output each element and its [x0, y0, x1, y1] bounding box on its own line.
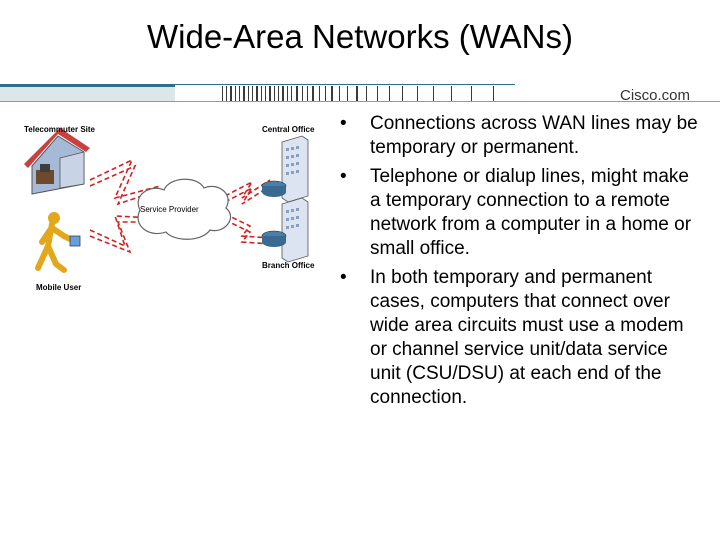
label-central-office: Central Office — [262, 125, 315, 134]
mobile-user-icon — [35, 212, 81, 273]
bullet-text: In both temporary and permanent cases, c… — [370, 267, 684, 408]
branch-router-icon — [261, 230, 287, 247]
bullet-symbol: • — [340, 267, 347, 288]
telecommuter-house-icon — [24, 128, 90, 195]
label-telecommuter: Telecommuter Site — [24, 125, 96, 134]
branch-office-building-icon — [281, 197, 309, 263]
bullet-text: Telephone or dialup lines, might make a … — [370, 166, 692, 259]
bullet-list: • Connections across WAN lines may be te… — [340, 112, 700, 415]
bullet-text: Connections across WAN lines may be temp… — [370, 113, 698, 158]
service-provider-cloud-icon — [137, 178, 232, 240]
label-branch-office: Branch Office — [262, 261, 315, 270]
central-office-building-icon — [281, 135, 309, 203]
wan-diagram: Telecommuter Site Central Office Service… — [24, 125, 315, 292]
bullet-item: • In both temporary and permanent cases,… — [340, 266, 700, 410]
central-router-icon — [261, 180, 287, 197]
label-mobile-user: Mobile User — [36, 283, 81, 292]
slide-title: Wide-Area Networks (WANs) — [147, 18, 573, 55]
bullet-item: • Connections across WAN lines may be te… — [340, 112, 700, 160]
bullet-symbol: • — [340, 113, 347, 134]
label-service-provider: Service Provider — [140, 205, 199, 214]
cisco-brand-text: Cisco.com — [619, 87, 690, 104]
bullet-item: • Telephone or dialup lines, might make … — [340, 165, 700, 261]
header-banner — [0, 84, 720, 102]
bullet-symbol: • — [340, 166, 347, 187]
